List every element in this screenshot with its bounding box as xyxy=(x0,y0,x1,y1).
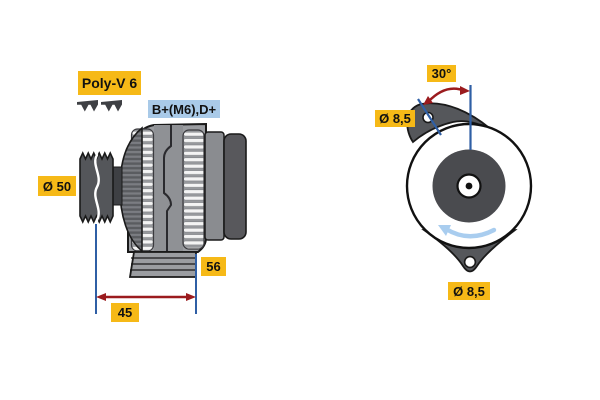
mounting-angle-label: 30° xyxy=(427,65,456,82)
mounting-foot xyxy=(128,251,197,278)
lug-hole-bottom xyxy=(463,255,477,269)
angled-reference-line xyxy=(417,98,442,136)
rotation-direction-arrow xyxy=(438,225,497,239)
width-dimension-label: 45 xyxy=(111,303,139,322)
rear-end-cap xyxy=(223,133,247,240)
belt-profile-icon xyxy=(77,100,98,112)
pulley-diameter-label: Ø 50 xyxy=(38,176,76,196)
body-parting-line xyxy=(163,125,173,251)
rear-bracket xyxy=(204,131,225,241)
terminal-label: B+(M6),D+ xyxy=(148,100,220,118)
side-view xyxy=(77,100,247,314)
front-view xyxy=(405,85,533,273)
shaft-center-dot xyxy=(465,182,473,190)
width-dimension-arrow xyxy=(96,293,196,301)
depth-dimension-label: 56 xyxy=(201,257,226,276)
pulley-break-line xyxy=(94,153,100,222)
body-mid-section xyxy=(154,125,183,251)
hole-diameter-label-top: Ø 8,5 xyxy=(375,110,415,127)
belt-profile-icon xyxy=(101,100,122,112)
angle-arc-arrow xyxy=(423,86,470,105)
fan-front-face xyxy=(119,126,143,253)
hole-diameter-label-bottom: Ø 8,5 xyxy=(448,282,490,300)
cooling-fins-right xyxy=(182,129,205,250)
shaft-bushing xyxy=(112,166,123,206)
belt-type-label: Poly-V 6 xyxy=(78,71,141,95)
